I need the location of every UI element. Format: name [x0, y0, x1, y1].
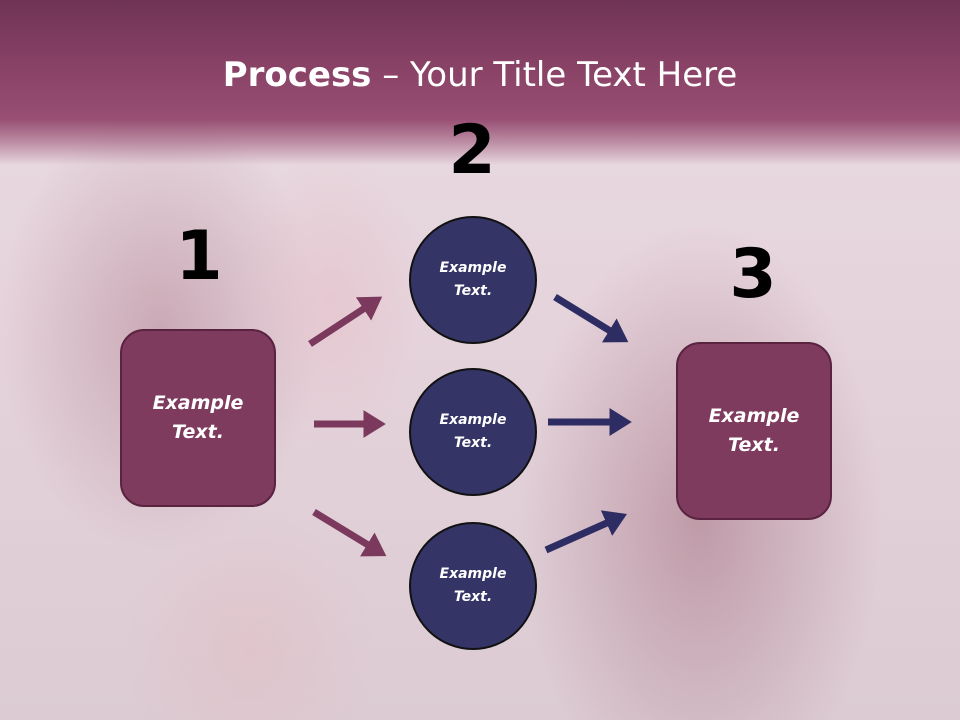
left-box: Example Text.	[120, 329, 276, 507]
circle-bottom-text: Example Text.	[439, 566, 507, 605]
step-number-1: 1	[175, 217, 223, 296]
slide-title: Process – Your Title Text Here	[0, 52, 960, 98]
circle-bottom: Example Text.	[409, 522, 537, 650]
circle-middle: Example Text.	[409, 368, 537, 496]
arrow-to-circle-top	[308, 296, 383, 347]
title-bold: Process	[222, 55, 372, 95]
left-box-text: Example Text.	[152, 392, 244, 443]
arrow-from-circle-bottom	[544, 510, 627, 554]
circle-top: Example Text.	[409, 216, 537, 344]
right-box-text: Example Text.	[708, 405, 800, 456]
arrow-to-circle-bottom	[312, 509, 387, 557]
circle-middle-text: Example Text.	[439, 412, 507, 451]
title-rest: – Your Title Text Here	[371, 55, 738, 95]
step-number-2: 2	[448, 111, 496, 190]
circle-top-text: Example Text.	[439, 260, 507, 299]
step-number-3: 3	[729, 235, 777, 314]
right-box: Example Text.	[676, 342, 832, 520]
arrow-from-circle-top	[553, 294, 629, 343]
title-band	[0, 0, 960, 165]
